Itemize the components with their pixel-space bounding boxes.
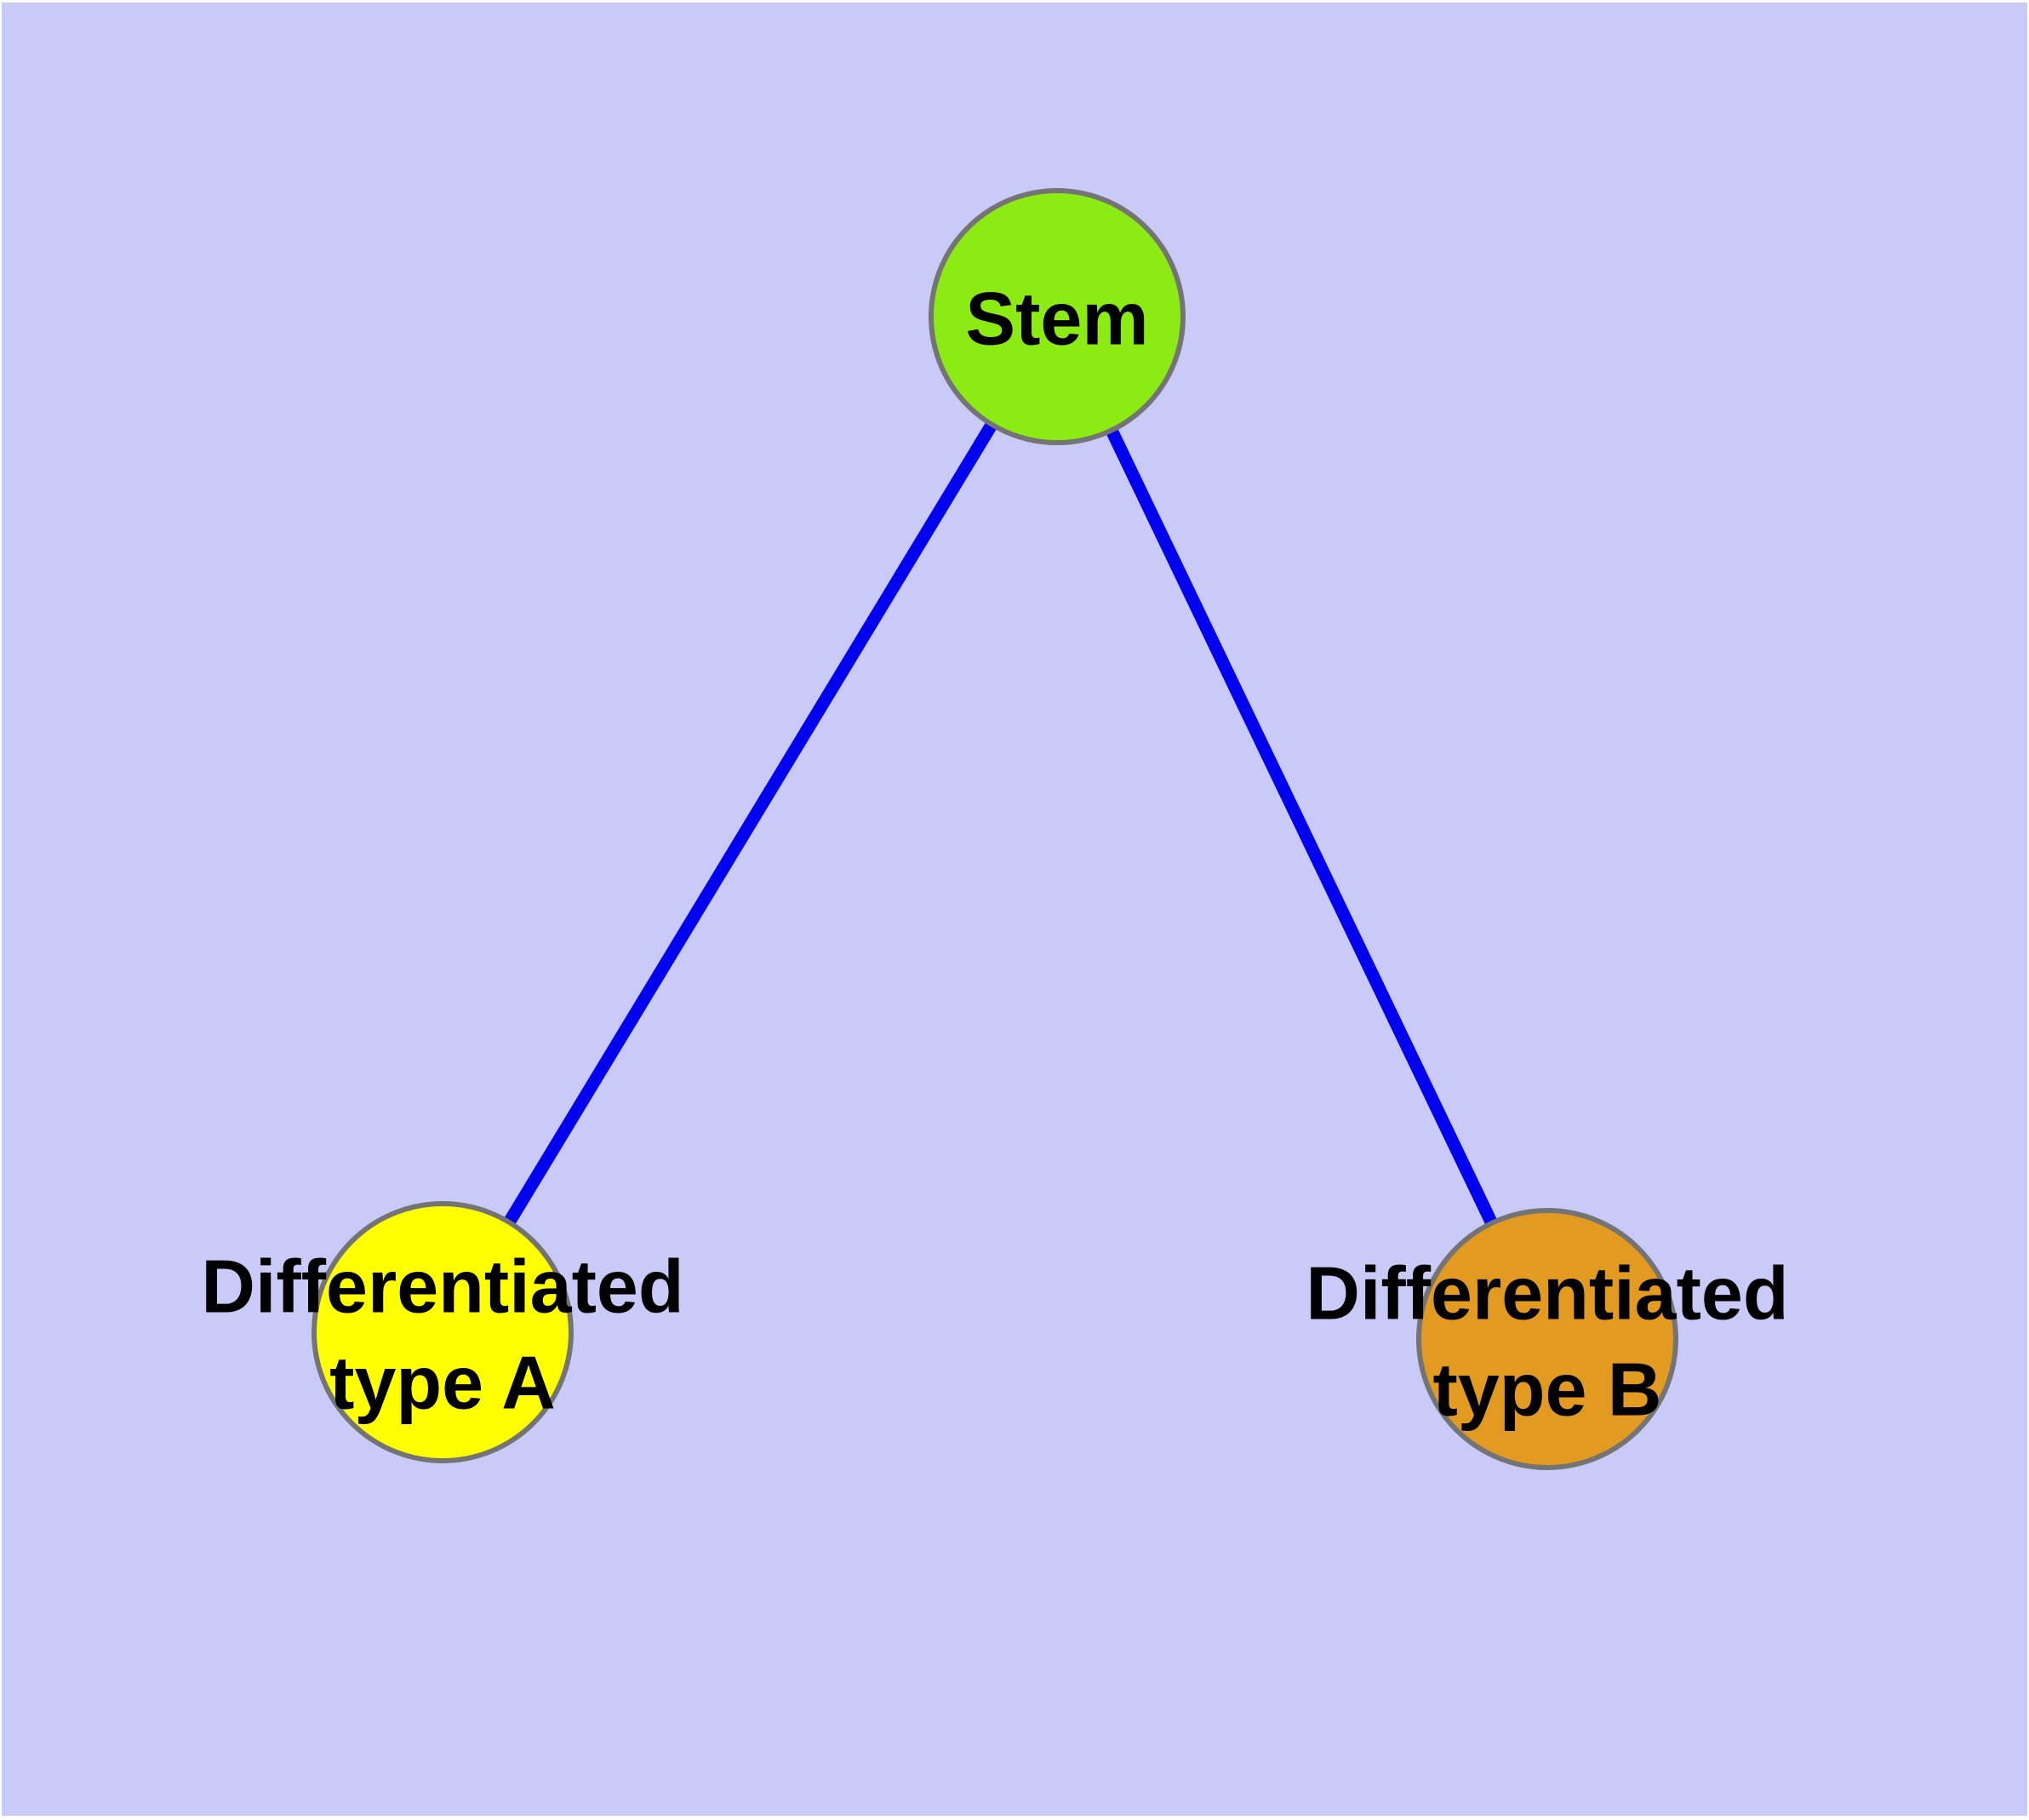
edge-stem-to-type-b bbox=[1051, 313, 1553, 1342]
edge-stem-to-type-a bbox=[437, 313, 1063, 1336]
node-type-a bbox=[311, 1201, 574, 1463]
node-stem bbox=[929, 188, 1186, 445]
node-type-b bbox=[1416, 1208, 1678, 1470]
